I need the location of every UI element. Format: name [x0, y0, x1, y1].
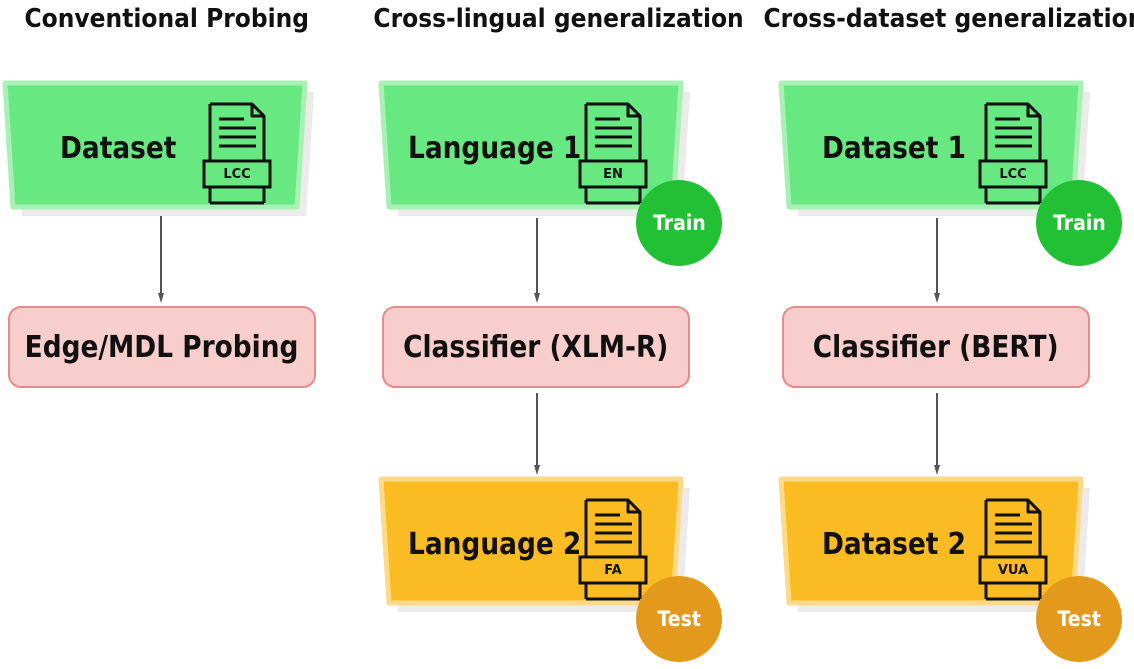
- language-2-label: Language 2: [408, 526, 582, 562]
- test-badge-label: Test: [657, 607, 701, 631]
- dataset-1-label: Dataset 1: [822, 130, 966, 166]
- title-cross-dataset: Cross-dataset generalization: [763, 4, 1134, 34]
- language-1-label: Language 1: [408, 130, 582, 166]
- dataset-2-node: Dataset 2 VUA: [776, 474, 1096, 614]
- title-cross-lingual: Cross-lingual generalization: [373, 4, 744, 34]
- title-conventional-probing: Conventional Probing: [24, 4, 310, 34]
- train-badge: Train: [1036, 180, 1122, 266]
- edge-mdl-probing-label: Edge/MDL Probing: [25, 329, 299, 365]
- dataset-label: Dataset: [60, 130, 177, 166]
- document-tag: LCC: [223, 166, 251, 182]
- document-icon: LCC: [202, 101, 272, 205]
- classifier-xlmr-box: Classifier (XLM-R): [382, 306, 690, 388]
- train-badge-label: Train: [1052, 211, 1106, 235]
- edge-mdl-probing-box: Edge/MDL Probing: [8, 306, 316, 388]
- classifier-bert-box: Classifier (BERT): [782, 306, 1090, 388]
- document-tag: FA: [604, 562, 622, 578]
- document-tag: LCC: [999, 166, 1027, 182]
- classifier-xlmr-label: Classifier (XLM-R): [403, 329, 669, 365]
- test-badge: Test: [636, 576, 722, 662]
- document-icon: FA: [578, 497, 648, 601]
- document-icon: EN: [578, 101, 648, 205]
- language-2-node: Language 2 FA: [376, 474, 696, 614]
- train-badge-label: Train: [652, 211, 706, 235]
- dataset-2-label: Dataset 2: [822, 526, 966, 562]
- dataset-node: Dataset LCC: [0, 78, 320, 218]
- test-badge-label: Test: [1057, 607, 1101, 631]
- train-badge: Train: [636, 180, 722, 266]
- document-icon: VUA: [978, 497, 1048, 601]
- classifier-bert-label: Classifier (BERT): [813, 329, 1059, 365]
- document-tag: VUA: [997, 562, 1029, 578]
- document-tag: EN: [603, 166, 623, 182]
- dataset-1-node: Dataset 1 LCC: [776, 78, 1096, 218]
- test-badge: Test: [1036, 576, 1122, 662]
- document-icon: LCC: [978, 101, 1048, 205]
